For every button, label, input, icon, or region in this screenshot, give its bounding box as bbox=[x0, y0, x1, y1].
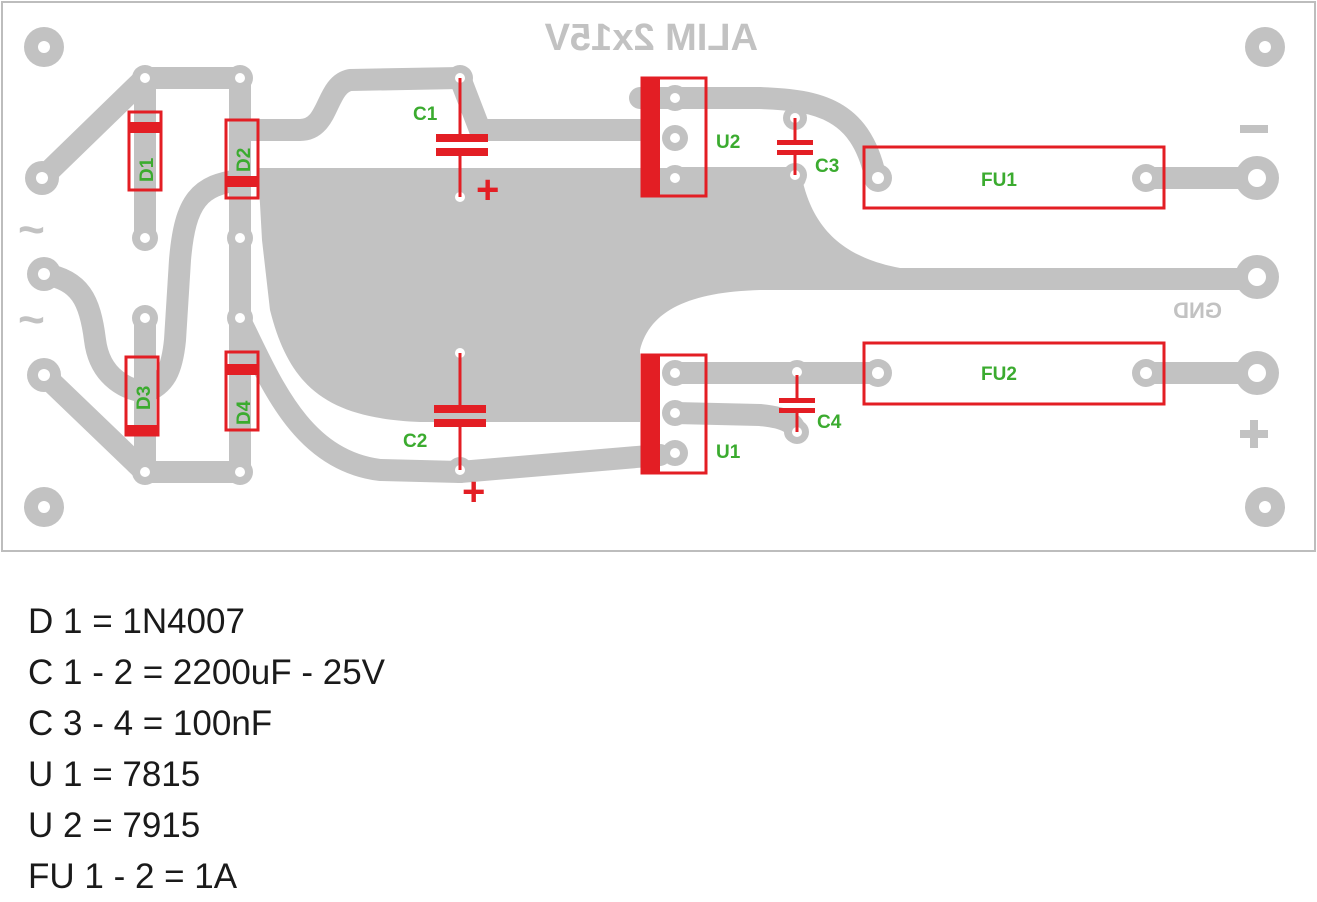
c3-label: C3 bbox=[815, 156, 839, 177]
capacitor-c1: + C1 bbox=[413, 78, 499, 212]
pad bbox=[662, 360, 688, 386]
ac-symbol-2: ~ bbox=[18, 293, 45, 345]
fu1-label: FU1 bbox=[981, 170, 1017, 191]
d1-label: D1 bbox=[137, 157, 158, 182]
pad bbox=[132, 459, 158, 485]
capacitor-c2: + C2 bbox=[403, 353, 486, 514]
d2-label: D2 bbox=[234, 148, 255, 172]
ground-plane bbox=[258, 168, 1255, 422]
mount-hole bbox=[24, 27, 64, 67]
ac-pad bbox=[27, 358, 61, 392]
c2-label: C2 bbox=[403, 431, 427, 452]
pad bbox=[662, 400, 688, 426]
pad bbox=[785, 360, 809, 384]
output-terminal bbox=[1235, 156, 1279, 200]
c4-label: C4 bbox=[817, 412, 842, 433]
pad bbox=[227, 459, 253, 485]
d4-label: D4 bbox=[234, 400, 255, 425]
diode-d1: D1 bbox=[127, 110, 163, 192]
pcb-layout: ALIM 2x15V ~ ~ − + GND D1 bbox=[1, 1, 1316, 552]
mount-hole bbox=[1245, 27, 1285, 67]
board-title: ALIM 2x15V bbox=[544, 17, 758, 59]
pad bbox=[864, 164, 892, 192]
d3-label: D3 bbox=[134, 386, 155, 410]
capacitor-c3: C3 bbox=[777, 118, 839, 177]
pad bbox=[1132, 359, 1160, 387]
diode-d2: D2 bbox=[224, 118, 260, 200]
ac-symbol-1: ~ bbox=[18, 203, 45, 255]
fuse-fu2: FU2 bbox=[862, 341, 1166, 406]
pads bbox=[24, 27, 1285, 527]
minus-symbol bbox=[1240, 125, 1268, 133]
regulator-u2: U2 bbox=[640, 76, 740, 198]
output-terminal bbox=[1235, 255, 1279, 299]
diode-d4: D4 bbox=[224, 350, 260, 432]
gnd-label: GND bbox=[1173, 298, 1222, 323]
mount-hole bbox=[24, 487, 64, 527]
legend-line: U 2 = 7915 bbox=[28, 806, 201, 845]
pad bbox=[132, 65, 158, 91]
fu2-label: FU2 bbox=[981, 364, 1017, 385]
regulator-u1: U1 bbox=[640, 353, 741, 475]
ac-pad bbox=[27, 257, 61, 291]
pad bbox=[662, 440, 688, 466]
c1-label: C1 bbox=[413, 104, 438, 125]
mount-hole bbox=[1245, 487, 1285, 527]
pad bbox=[227, 65, 253, 91]
u2-label: U2 bbox=[716, 132, 740, 153]
pad bbox=[132, 305, 158, 331]
diode-d3: D3 bbox=[124, 355, 160, 437]
component-legend: D 1 = 1N4007 C 1 - 2 = 2200uF - 25V C 3 - … bbox=[28, 596, 385, 902]
ac-pad bbox=[25, 161, 59, 195]
output-terminal bbox=[1235, 351, 1279, 395]
legend-line: FU 1 - 2 = 1A bbox=[28, 857, 238, 896]
pad bbox=[227, 225, 253, 251]
pad bbox=[864, 359, 892, 387]
pad bbox=[662, 165, 688, 191]
pad bbox=[132, 225, 158, 251]
legend-line: C 1 - 2 = 2200uF - 25V bbox=[28, 653, 386, 692]
c1-polarity: + bbox=[476, 168, 499, 212]
plus-symbol bbox=[1240, 420, 1268, 448]
pad bbox=[662, 125, 688, 151]
u1-label: U1 bbox=[716, 442, 741, 463]
pad bbox=[662, 85, 688, 111]
c2-polarity: + bbox=[462, 470, 485, 514]
pad bbox=[1132, 164, 1160, 192]
legend-line: U 1 = 7815 bbox=[28, 755, 201, 794]
legend-line: C 3 - 4 = 100nF bbox=[28, 704, 273, 743]
fuse-fu1: FU1 bbox=[862, 145, 1166, 210]
legend-line: D 1 = 1N4007 bbox=[28, 602, 245, 641]
pad bbox=[227, 305, 253, 331]
capacitor-c4: C4 bbox=[779, 375, 842, 433]
